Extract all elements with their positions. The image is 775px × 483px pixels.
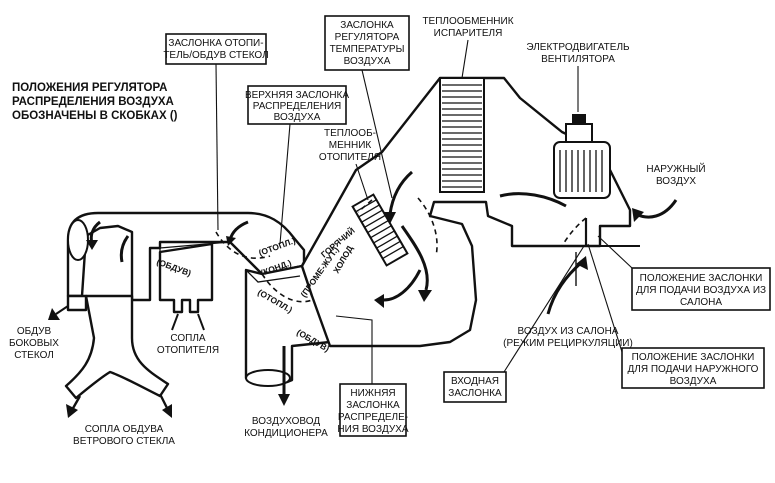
label-side-windows: ОБДУВ БОКОВЫХ СТЕКОЛ: [9, 326, 59, 361]
label-outside-air: НАРУЖНЫЙ ВОЗДУХ: [646, 162, 705, 187]
callout-text: МЕННИК: [329, 140, 372, 151]
callout-text: РЕГУЛЯТОРА: [335, 32, 400, 43]
callout-text: РАСПРЕДЕЛЕНИЯ: [253, 101, 342, 112]
callout-text: ДЛЯ ПОДАЧИ НАРУЖНОГО: [628, 364, 759, 375]
callout-text: ОТОПИТЕЛЯ: [319, 152, 381, 163]
callout-text: НИЖНЯЯ: [350, 388, 395, 399]
callout-text: ДЛЯ ПОДАЧИ ВОЗДУХА ИЗ: [636, 285, 766, 296]
callout-text: ВОЗДУХА: [344, 56, 391, 67]
callout-text: ПОЛОЖЕНИЕ ЗАСЛОНКИ: [632, 352, 755, 363]
callout-text: ТЕМПЕРАТУРЫ: [330, 44, 405, 55]
callout-text: ВЕРХНЯЯ ЗАСЛОНКА: [245, 90, 349, 101]
callout-lower-damper: НИЖНЯЯ ЗАСЛОНКА РАСПРЕДЕЛЕ- НИЯ ВОЗДУХА: [335, 315, 409, 437]
callout-text: ВЕНТИЛЯТОРА: [541, 54, 615, 65]
airflow-arrows: [48, 170, 678, 418]
callout-text: ВОЗДУХА: [670, 376, 717, 387]
callout-text: ИСПАРИТЕЛЯ: [434, 28, 503, 39]
label-cabin-air: ВОЗДУХ ИЗ САЛОНА (РЕЖИМ РЕЦИРКУЛЯЦИИ): [503, 326, 633, 349]
label-ac-duct: ВОЗДУХОВОД КОНДИЦИОНЕРА: [244, 416, 328, 439]
callout-text: ОТОПИТЕЛЯ: [157, 345, 219, 356]
callout-text: РАСПРЕДЕЛЕ-: [338, 412, 408, 423]
callout-text: ТЕЛЬ/ОБДУВ СТЕКОЛ: [163, 50, 268, 61]
callout-text: ВОЗДУХА: [274, 112, 321, 123]
callout-text: ЭЛЕКТРОДВИГАТЕЛЬ: [526, 42, 630, 53]
blower-assembly: [553, 114, 611, 199]
callout-text: ЗАСЛОНКА ОТОПИ-: [168, 38, 263, 49]
callout-text: КОНДИЦИОНЕРА: [244, 428, 328, 439]
callout-text: ВЕТРОВОГО СТЕКЛА: [73, 436, 175, 447]
callout-text: ЗАСЛОНКА: [340, 20, 394, 31]
callout-text: НАРУЖНЫЙ: [646, 162, 705, 175]
callout-upper-damper: ВЕРХНЯЯ ЗАСЛОНКА РАСПРЕДЕЛЕНИЯ ВОЗДУХА: [245, 85, 349, 245]
callout-text: ВХОДНАЯ: [451, 376, 499, 387]
diagram-heading: ПОЛОЖЕНИЯ РЕГУЛЯТОРА РАСПРЕДЕЛЕНИЯ ВОЗДУ…: [12, 82, 178, 122]
callout-recirc-position: ПОЛОЖЕНИЕ ЗАСЛОНКИ ДЛЯ ПОДАЧИ ВОЗДУХА ИЗ…: [597, 235, 771, 311]
callout-inlet-damper: ВХОДНАЯ ЗАСЛОНКА: [443, 245, 585, 403]
callout-text: НИЯ ВОЗДУХА: [337, 424, 408, 435]
callout-text: ОБДУВ: [17, 326, 52, 337]
heater-core: [351, 193, 409, 267]
evaporator-core: [439, 77, 485, 193]
heading-line-3: ОБОЗНАЧЕНЫ В СКОБКАХ (): [12, 110, 178, 122]
callout-temp-damper: ЗАСЛОНКА РЕГУЛЯТОРА ТЕМПЕРАТУРЫ ВОЗДУХА: [324, 15, 410, 199]
heading-line-1: ПОЛОЖЕНИЯ РЕГУЛЯТОРА: [12, 82, 167, 94]
heading-line-2: РАСПРЕДЕЛЕНИЯ ВОЗДУХА: [12, 96, 174, 108]
callout-text: САЛОНА: [680, 297, 722, 308]
label-heater-outlets: СОПЛА ОТОПИТЕЛЯ: [157, 333, 219, 356]
callout-text: ТЕПЛООБМЕННИК: [422, 16, 513, 27]
callout-text: ВОЗДУХ ИЗ САЛОНА: [518, 326, 619, 337]
callout-defrost-damper: ЗАСЛОНКА ОТОПИ- ТЕЛЬ/ОБДУВ СТЕКОЛ: [163, 33, 269, 231]
callout-text: ВОЗДУХОВОД: [252, 416, 320, 427]
label-windshield: СОПЛА ОБДУВА ВЕТРОВОГО СТЕКЛА: [73, 424, 175, 447]
callout-text: СТЕКОЛ: [14, 350, 54, 361]
callout-text: СОПЛА: [170, 333, 206, 344]
callout-text: ТЕПЛООБ-: [324, 128, 376, 139]
callout-text: (РЕЖИМ РЕЦИРКУЛЯЦИИ): [503, 338, 633, 349]
label-blower-motor: ЭЛЕКТРОДВИГАТЕЛЬ ВЕНТИЛЯТОРА: [526, 42, 630, 112]
callout-text: ЗАСЛОНКА: [448, 388, 502, 399]
label-heater-core: ТЕПЛООБ- МЕННИК ОТОПИТЕЛЯ: [319, 128, 381, 201]
callout-text: ВОЗДУХ: [656, 176, 696, 187]
distribution-duct: [64, 211, 306, 400]
inlet-damper-flap: [561, 217, 640, 247]
callout-text: ПОЛОЖЕНИЕ ЗАСЛОНКИ: [640, 273, 763, 284]
callout-text: ЗАСЛОНКА: [346, 400, 400, 411]
callout-text: БОКОВЫХ: [9, 338, 59, 349]
callout-fresh-position: ПОЛОЖЕНИЕ ЗАСЛОНКИ ДЛЯ ПОДАЧИ НАРУЖНОГО …: [587, 243, 765, 389]
callout-text: СОПЛА ОБДУВА: [85, 424, 164, 435]
label-evaporator: ТЕПЛООБМЕННИК ИСПАРИТЕЛЯ: [422, 16, 514, 79]
